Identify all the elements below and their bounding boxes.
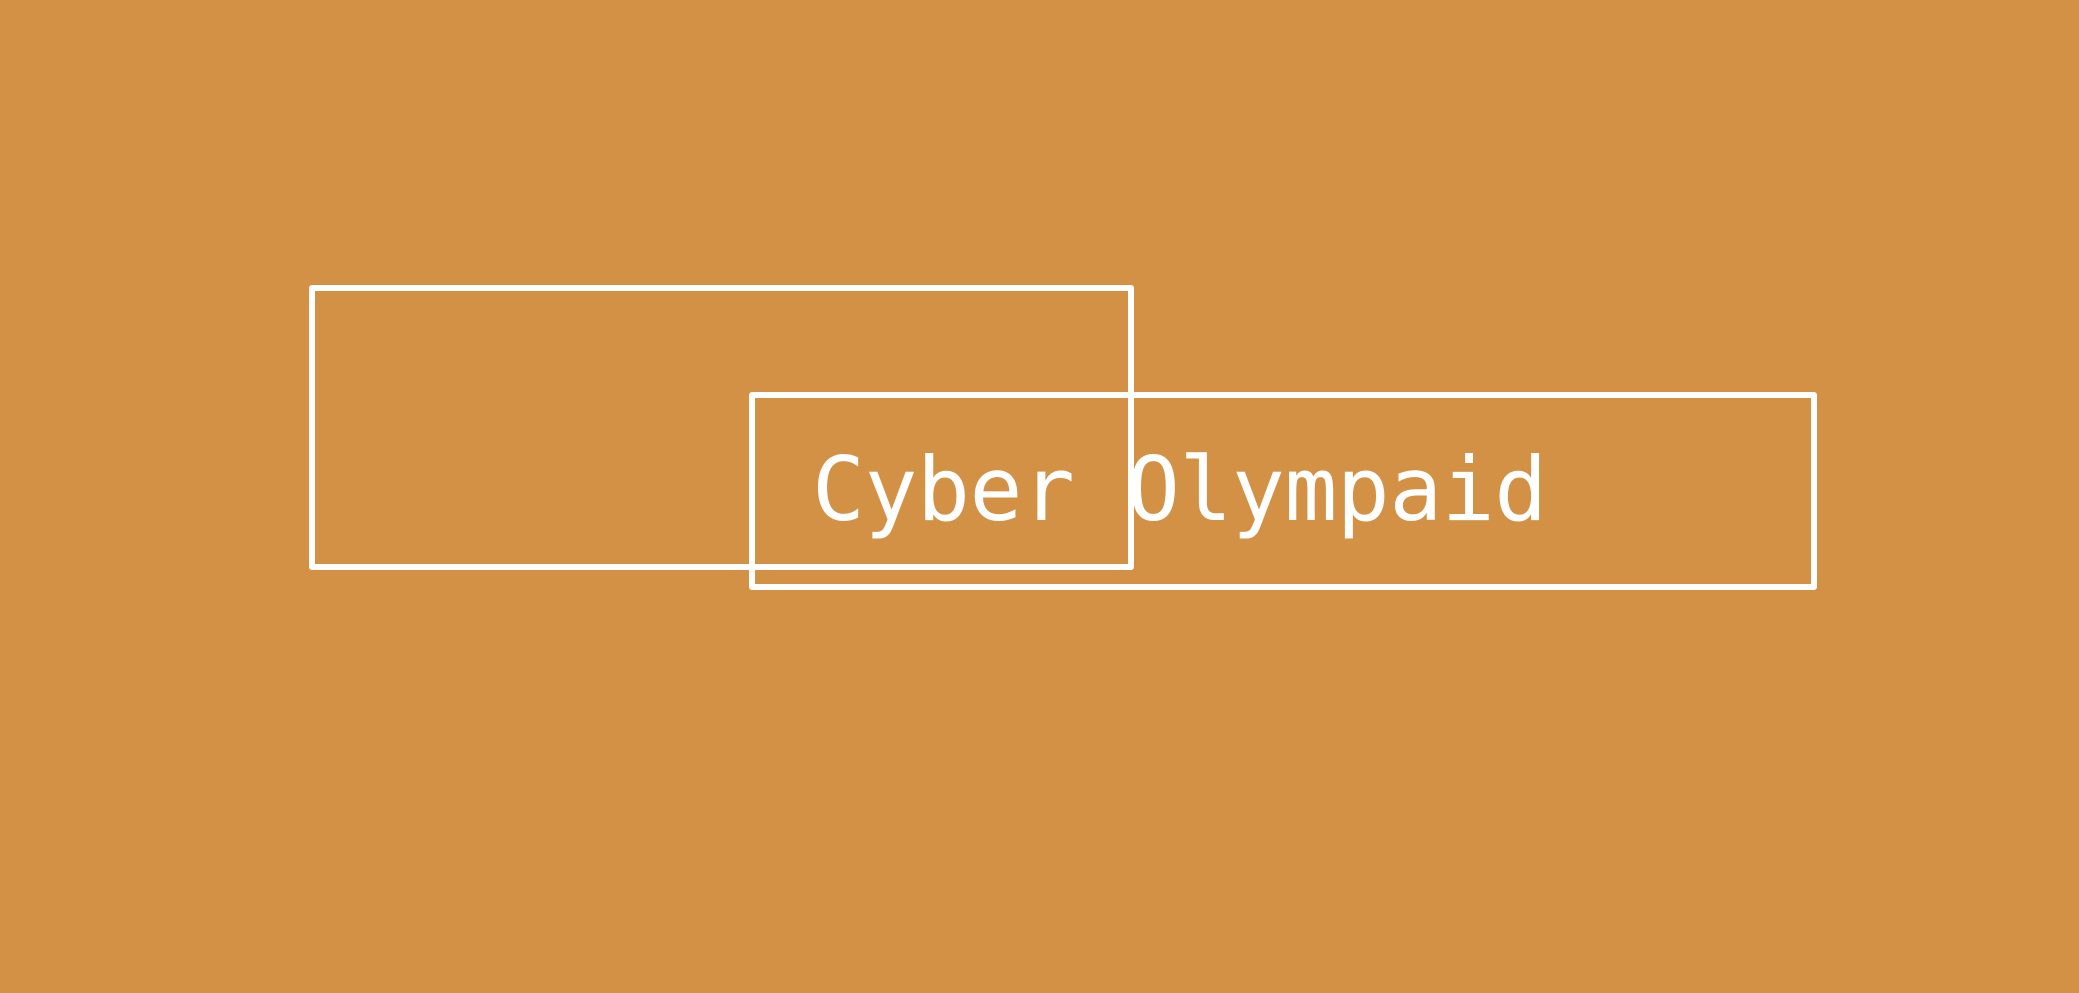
logo-frame-left <box>309 285 1134 570</box>
logo-frame-right <box>749 392 1817 590</box>
logo-wordmark: Cyber Olympaid <box>812 438 1547 541</box>
